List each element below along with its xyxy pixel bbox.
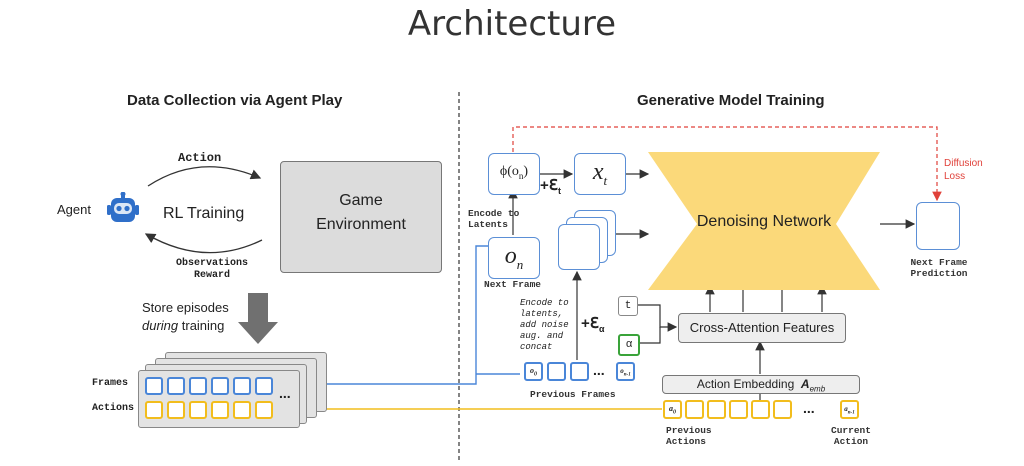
action-embedding-box: Action Embedding Aemb [662, 375, 860, 394]
right-section-title: Generative Model Training [637, 92, 825, 109]
current-action-an1: an-1 [840, 400, 859, 419]
prev-frame-cell [570, 362, 589, 381]
observation-arc [144, 233, 263, 254]
current-action-line1: Current [831, 425, 871, 436]
prev-frame-o0: o0 [524, 362, 543, 381]
eps-t-label: +ℇt [540, 177, 561, 196]
frames-label: Frames [92, 378, 129, 389]
prev-frame-cell [547, 362, 566, 381]
action-cell [167, 401, 185, 419]
encode-note-5: concat [520, 342, 553, 352]
noise-level-box: α [618, 334, 640, 356]
current-action-line2: Action [833, 436, 869, 447]
xt-label: xt [592, 159, 608, 188]
previous-frames-label: Previous Frames [530, 389, 616, 400]
episode-card-front: ... [138, 370, 300, 428]
prev-action-cell [685, 400, 704, 419]
reward-label: Reward [193, 270, 230, 281]
game-env-line2: Environment [316, 216, 406, 233]
cross-attention-label: Cross-Attention Features [689, 320, 835, 335]
on-label: on [504, 243, 524, 272]
prev-frame-on1: on-1 [616, 362, 635, 381]
prev-actions-ellipsis: ... [803, 400, 815, 416]
prev-frames-ellipsis: ... [593, 362, 605, 378]
previous-actions-line2: Actions [666, 436, 706, 447]
actions-label: Actions [92, 403, 135, 414]
during-text: during [142, 318, 179, 333]
prev-action-cell [773, 400, 792, 419]
prev-action-cell [729, 400, 748, 419]
diffusion-loss-line2: Loss [944, 171, 966, 182]
action-label: Action [178, 151, 222, 165]
frame-cell [189, 377, 207, 395]
training-text: training [178, 318, 225, 333]
store-episodes-line1: Store episodes [142, 300, 229, 315]
next-frame-prediction-line2: Prediction [910, 268, 968, 279]
left-section-title: Data Collection via Agent Play [127, 92, 343, 109]
frames-ellipsis: ... [279, 385, 291, 401]
phi-encoder-box: ϕ(on) [488, 153, 540, 195]
next-frame-box: on [488, 237, 540, 279]
denoising-network-label: Denoising Network [696, 213, 832, 230]
previous-actions-line1: Previous [666, 425, 712, 436]
diffusion-loss-line [512, 126, 942, 202]
encode-latents-line2: Latents [468, 219, 508, 230]
cross-attention-box: Cross-Attention Features [678, 313, 846, 343]
frames-line [272, 245, 488, 385]
frame-cell [145, 377, 163, 395]
xt-box: xt [574, 153, 626, 195]
action-arc [147, 166, 262, 187]
encode-latents-line1: Encode to [468, 208, 520, 219]
page-title: Architecture [407, 4, 617, 44]
frame-cell [167, 377, 185, 395]
frame-cell [233, 377, 251, 395]
action-embedding-label: Action Embedding Aemb [696, 377, 826, 394]
action-cell [233, 401, 251, 419]
observations-label: Observations [175, 258, 248, 269]
action-cell [211, 401, 229, 419]
diffusion-loss-line1: Diffusion [944, 158, 983, 169]
robot-icon [106, 192, 140, 226]
frame-cell [211, 377, 229, 395]
store-down-arrow [238, 293, 278, 344]
eps-alpha-label: +ℇα [581, 315, 605, 334]
action-cell [189, 401, 207, 419]
denoising-network-shape [648, 152, 880, 290]
encode-note-4: aug. and [520, 331, 564, 341]
action-cell [255, 401, 273, 419]
rl-training-label: RL Training [163, 205, 245, 222]
store-episodes-line2: during training [142, 318, 224, 333]
agent-label: Agent [57, 202, 91, 217]
timestep-box: t [618, 296, 638, 316]
phi-label: ϕ(on) [499, 164, 529, 181]
frame-cell [255, 377, 273, 395]
game-env-line1: Game [339, 192, 383, 209]
encode-note-3: add noise [520, 320, 569, 330]
encode-note-1: Encode to [520, 298, 569, 308]
encode-note-2: latents, [520, 309, 564, 319]
game-environment-box: Game Environment [280, 161, 442, 273]
prev-action-cell [751, 400, 770, 419]
next-frame-prediction-line1: Next Frame [910, 257, 968, 268]
stacked-frame-1 [558, 224, 600, 270]
prev-action-a0: a0 [663, 400, 682, 419]
next-frame-label: Next Frame [484, 279, 542, 290]
prev-action-cell [707, 400, 726, 419]
next-frame-prediction-box [916, 202, 960, 250]
action-cell [145, 401, 163, 419]
